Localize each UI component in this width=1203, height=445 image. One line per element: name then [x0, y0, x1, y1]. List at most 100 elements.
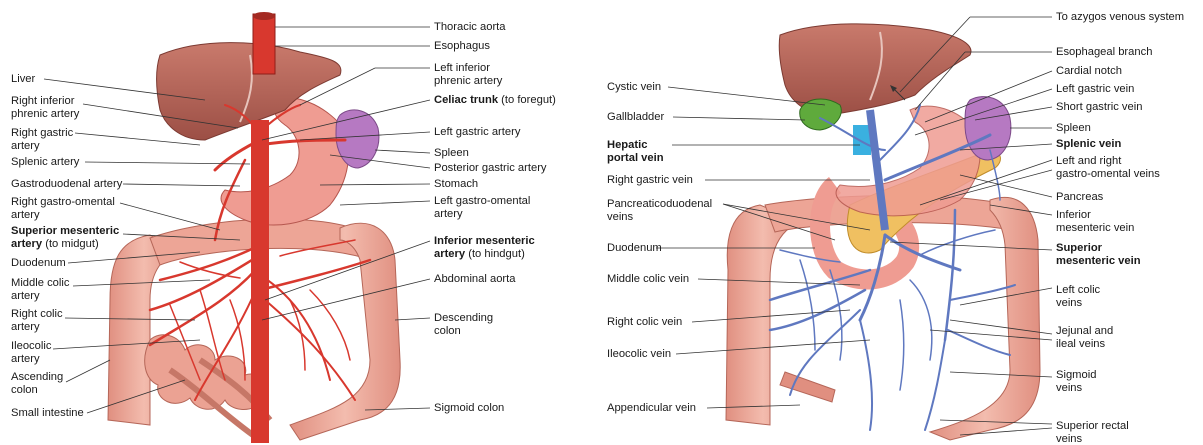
label-spleen: Spleen: [434, 147, 469, 160]
label-line: Cystic vein: [607, 81, 661, 93]
label-line: artery: [434, 208, 530, 221]
label-line: phrenic artery: [434, 75, 502, 88]
label-ascending-colon: Ascending colon: [11, 371, 63, 396]
label-cardial-notch: Cardial notch: [1056, 65, 1122, 78]
label-line: colon: [434, 325, 493, 338]
label-superior-mesenteric-artery: Superior mesenteric artery (to midgut): [11, 225, 119, 250]
label-line: artery: [11, 321, 63, 334]
label-line: Sigmoid colon: [434, 402, 504, 414]
label-line: Small intestine: [11, 407, 84, 419]
label-suffix: (to foregut): [498, 94, 556, 106]
label-line: Superior: [1056, 242, 1141, 255]
label-line: artery (to midgut): [11, 238, 119, 251]
label-sigmoid-colon: Sigmoid colon: [434, 402, 504, 415]
label-liver: Liver: [11, 73, 35, 86]
label-left-gastric-vein: Left gastric vein: [1056, 83, 1134, 96]
label-short-gastric-vein: Short gastric vein: [1056, 101, 1142, 114]
label-bold: artery: [11, 238, 42, 250]
label-bold: Celiac trunk: [434, 94, 498, 106]
label-bold: Superior: [1056, 242, 1102, 254]
label-left-inferior-phrenic-artery: Left inferior phrenic artery: [434, 62, 502, 87]
label-line: Esophagus: [434, 40, 490, 52]
right-panel-art: [726, 24, 1040, 440]
label-middle-colic-artery: Middle colic artery: [11, 277, 69, 302]
left-panel-art: [108, 12, 400, 443]
label-duodenum-r: Duodenum: [607, 242, 662, 255]
label-line: Posterior gastric artery: [434, 162, 547, 174]
portal-vein-shape: [853, 125, 871, 155]
r-stomach-shape: [836, 106, 980, 216]
label-right-inferior-phrenic-artery: Right inferior phrenic artery: [11, 95, 79, 120]
label-line: Right colic vein: [607, 316, 682, 328]
label-line: Left and right: [1056, 155, 1160, 168]
label-left-gastric-artery: Left gastric artery: [434, 126, 520, 139]
label-line: Sigmoid: [1056, 369, 1096, 382]
label-ileocolic-vein: Ileocolic vein: [607, 348, 671, 361]
label-line: veins: [607, 211, 712, 224]
aorta-opening: [253, 12, 275, 20]
label-pancreas: Pancreas: [1056, 191, 1103, 204]
label-line: Cardial notch: [1056, 65, 1122, 77]
label-line: ileal veins: [1056, 338, 1113, 351]
label-superior-rectal-veins: Superior rectal veins: [1056, 420, 1129, 445]
label-middle-colic-vein: Middle colic vein: [607, 273, 689, 286]
label-line: Spleen: [434, 147, 469, 159]
label-bold: Superior mesenteric: [11, 225, 119, 237]
appendix-shape: [780, 372, 835, 402]
label-abdominal-aorta: Abdominal aorta: [434, 273, 515, 286]
label-jejunal-ileal-veins: Jejunal and ileal veins: [1056, 325, 1113, 350]
label-line: Gastroduodenal artery: [11, 178, 122, 190]
label-line: artery: [11, 140, 73, 153]
label-line: Inferior mesenteric: [434, 235, 535, 248]
label-line: veins: [1056, 297, 1100, 310]
label-sigmoid-veins: Sigmoid veins: [1056, 369, 1096, 394]
label-line: Splenic artery: [11, 156, 79, 168]
label-appendicular-vein: Appendicular vein: [607, 402, 696, 415]
label-line: Stomach: [434, 178, 478, 190]
label-line: mesenteric vein: [1056, 255, 1141, 268]
label-gastro-omental-veins: Left and right gastro-omental veins: [1056, 155, 1160, 180]
label-line: Left gastric artery: [434, 126, 520, 138]
label-suffix: (to midgut): [45, 238, 98, 250]
label-line: colon: [11, 384, 63, 397]
label-cystic-vein: Cystic vein: [607, 81, 661, 94]
label-line: Right gastric: [11, 127, 73, 140]
label-bold: Splenic vein: [1056, 138, 1121, 150]
r-spleen-shape: [965, 97, 1011, 160]
label-inferior-mesenteric-vein: Inferior mesenteric vein: [1056, 209, 1134, 234]
label-line: Middle colic: [11, 277, 69, 290]
label-gallbladder: Gallbladder: [607, 111, 664, 124]
label-line: Spleen: [1056, 122, 1091, 134]
label-spleen-r: Spleen: [1056, 122, 1091, 135]
label-line: Appendicular vein: [607, 402, 696, 414]
label-bold: Inferior mesenteric: [434, 235, 535, 247]
label-line: Duodenum: [607, 242, 662, 254]
label-small-intestine: Small intestine: [11, 407, 84, 420]
label-ileocolic-artery: Ileocolic artery: [11, 340, 51, 365]
label-right-colic-artery: Right colic artery: [11, 308, 63, 333]
label-line: Right inferior: [11, 95, 79, 108]
label-liver-text: Liver: [11, 73, 35, 85]
label-right-gastric-artery: Right gastric artery: [11, 127, 73, 152]
label-line: Duodenum: [11, 257, 66, 269]
label-esophagus: Esophagus: [434, 40, 490, 53]
label-line: Ileocolic: [11, 340, 51, 353]
label-bold: Hepatic: [607, 139, 647, 151]
label-line: Hepatic: [607, 139, 664, 152]
label-line: Superior mesenteric: [11, 225, 119, 238]
label-right-gastric-vein: Right gastric vein: [607, 174, 693, 187]
label-line: To azygos venous system: [1056, 11, 1184, 23]
label-pancreaticoduodenal-veins: Pancreaticoduodenal veins: [607, 198, 712, 223]
label-line: veins: [1056, 433, 1129, 445]
label-line: Left inferior: [434, 62, 502, 75]
label-line: Right gastro-omental: [11, 196, 115, 209]
label-bold: mesenteric vein: [1056, 255, 1141, 267]
label-esophageal-branch: Esophageal branch: [1056, 46, 1152, 59]
label-line: Right colic: [11, 308, 63, 321]
label-to-azygos: To azygos venous system: [1056, 11, 1184, 24]
label-line: Middle colic vein: [607, 273, 689, 285]
label-line: Ileocolic vein: [607, 348, 671, 360]
label-duodenum: Duodenum: [11, 257, 66, 270]
label-line: Superior rectal: [1056, 420, 1129, 433]
